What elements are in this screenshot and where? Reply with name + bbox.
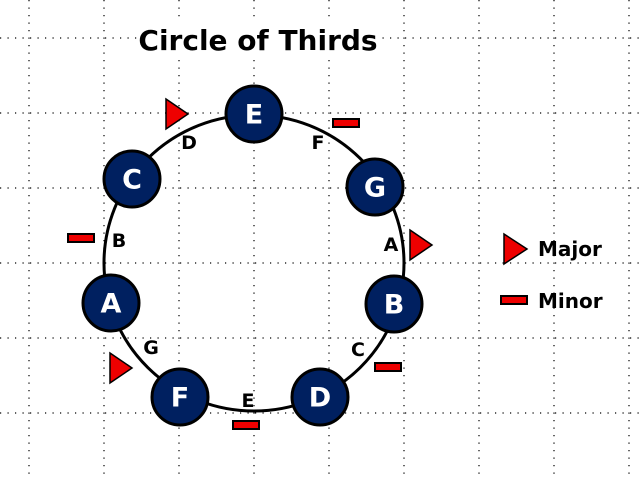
between-note-label: G [143,337,159,359]
note-node-e: E [224,84,284,144]
major-marker [109,351,134,385]
svg-text:B: B [384,290,405,321]
minor-marker [374,362,402,372]
svg-text:G: G [364,173,386,204]
svg-text:A: A [101,289,122,320]
legend: Major Minor [500,232,603,313]
note-node-f: F [150,367,210,427]
svg-text:F: F [171,383,189,414]
between-note-label: C [351,339,365,361]
legend-minor-label: Minor [538,289,603,313]
between-note-label: A [384,234,399,256]
diagram-title: Circle of Thirds [138,24,377,57]
between-note-label: F [312,132,325,154]
minor-marker [232,420,260,430]
legend-major-icon [503,232,529,266]
between-note-label: D [181,132,197,154]
note-node-b: B [364,274,424,334]
between-note-label: B [112,230,126,252]
legend-major-label: Major [538,237,602,261]
major-marker [165,97,190,131]
svg-text:E: E [245,100,263,131]
minor-marker [67,233,95,243]
legend-minor-icon [500,295,528,305]
major-marker [409,228,434,262]
note-node-c: C [102,149,162,209]
svg-text:D: D [309,383,331,414]
note-node-a: A [81,273,141,333]
between-note-label: E [242,390,255,412]
note-node-d: D [290,367,350,427]
note-node-g: G [345,157,405,217]
minor-marker [332,118,360,128]
svg-text:C: C [122,165,142,196]
